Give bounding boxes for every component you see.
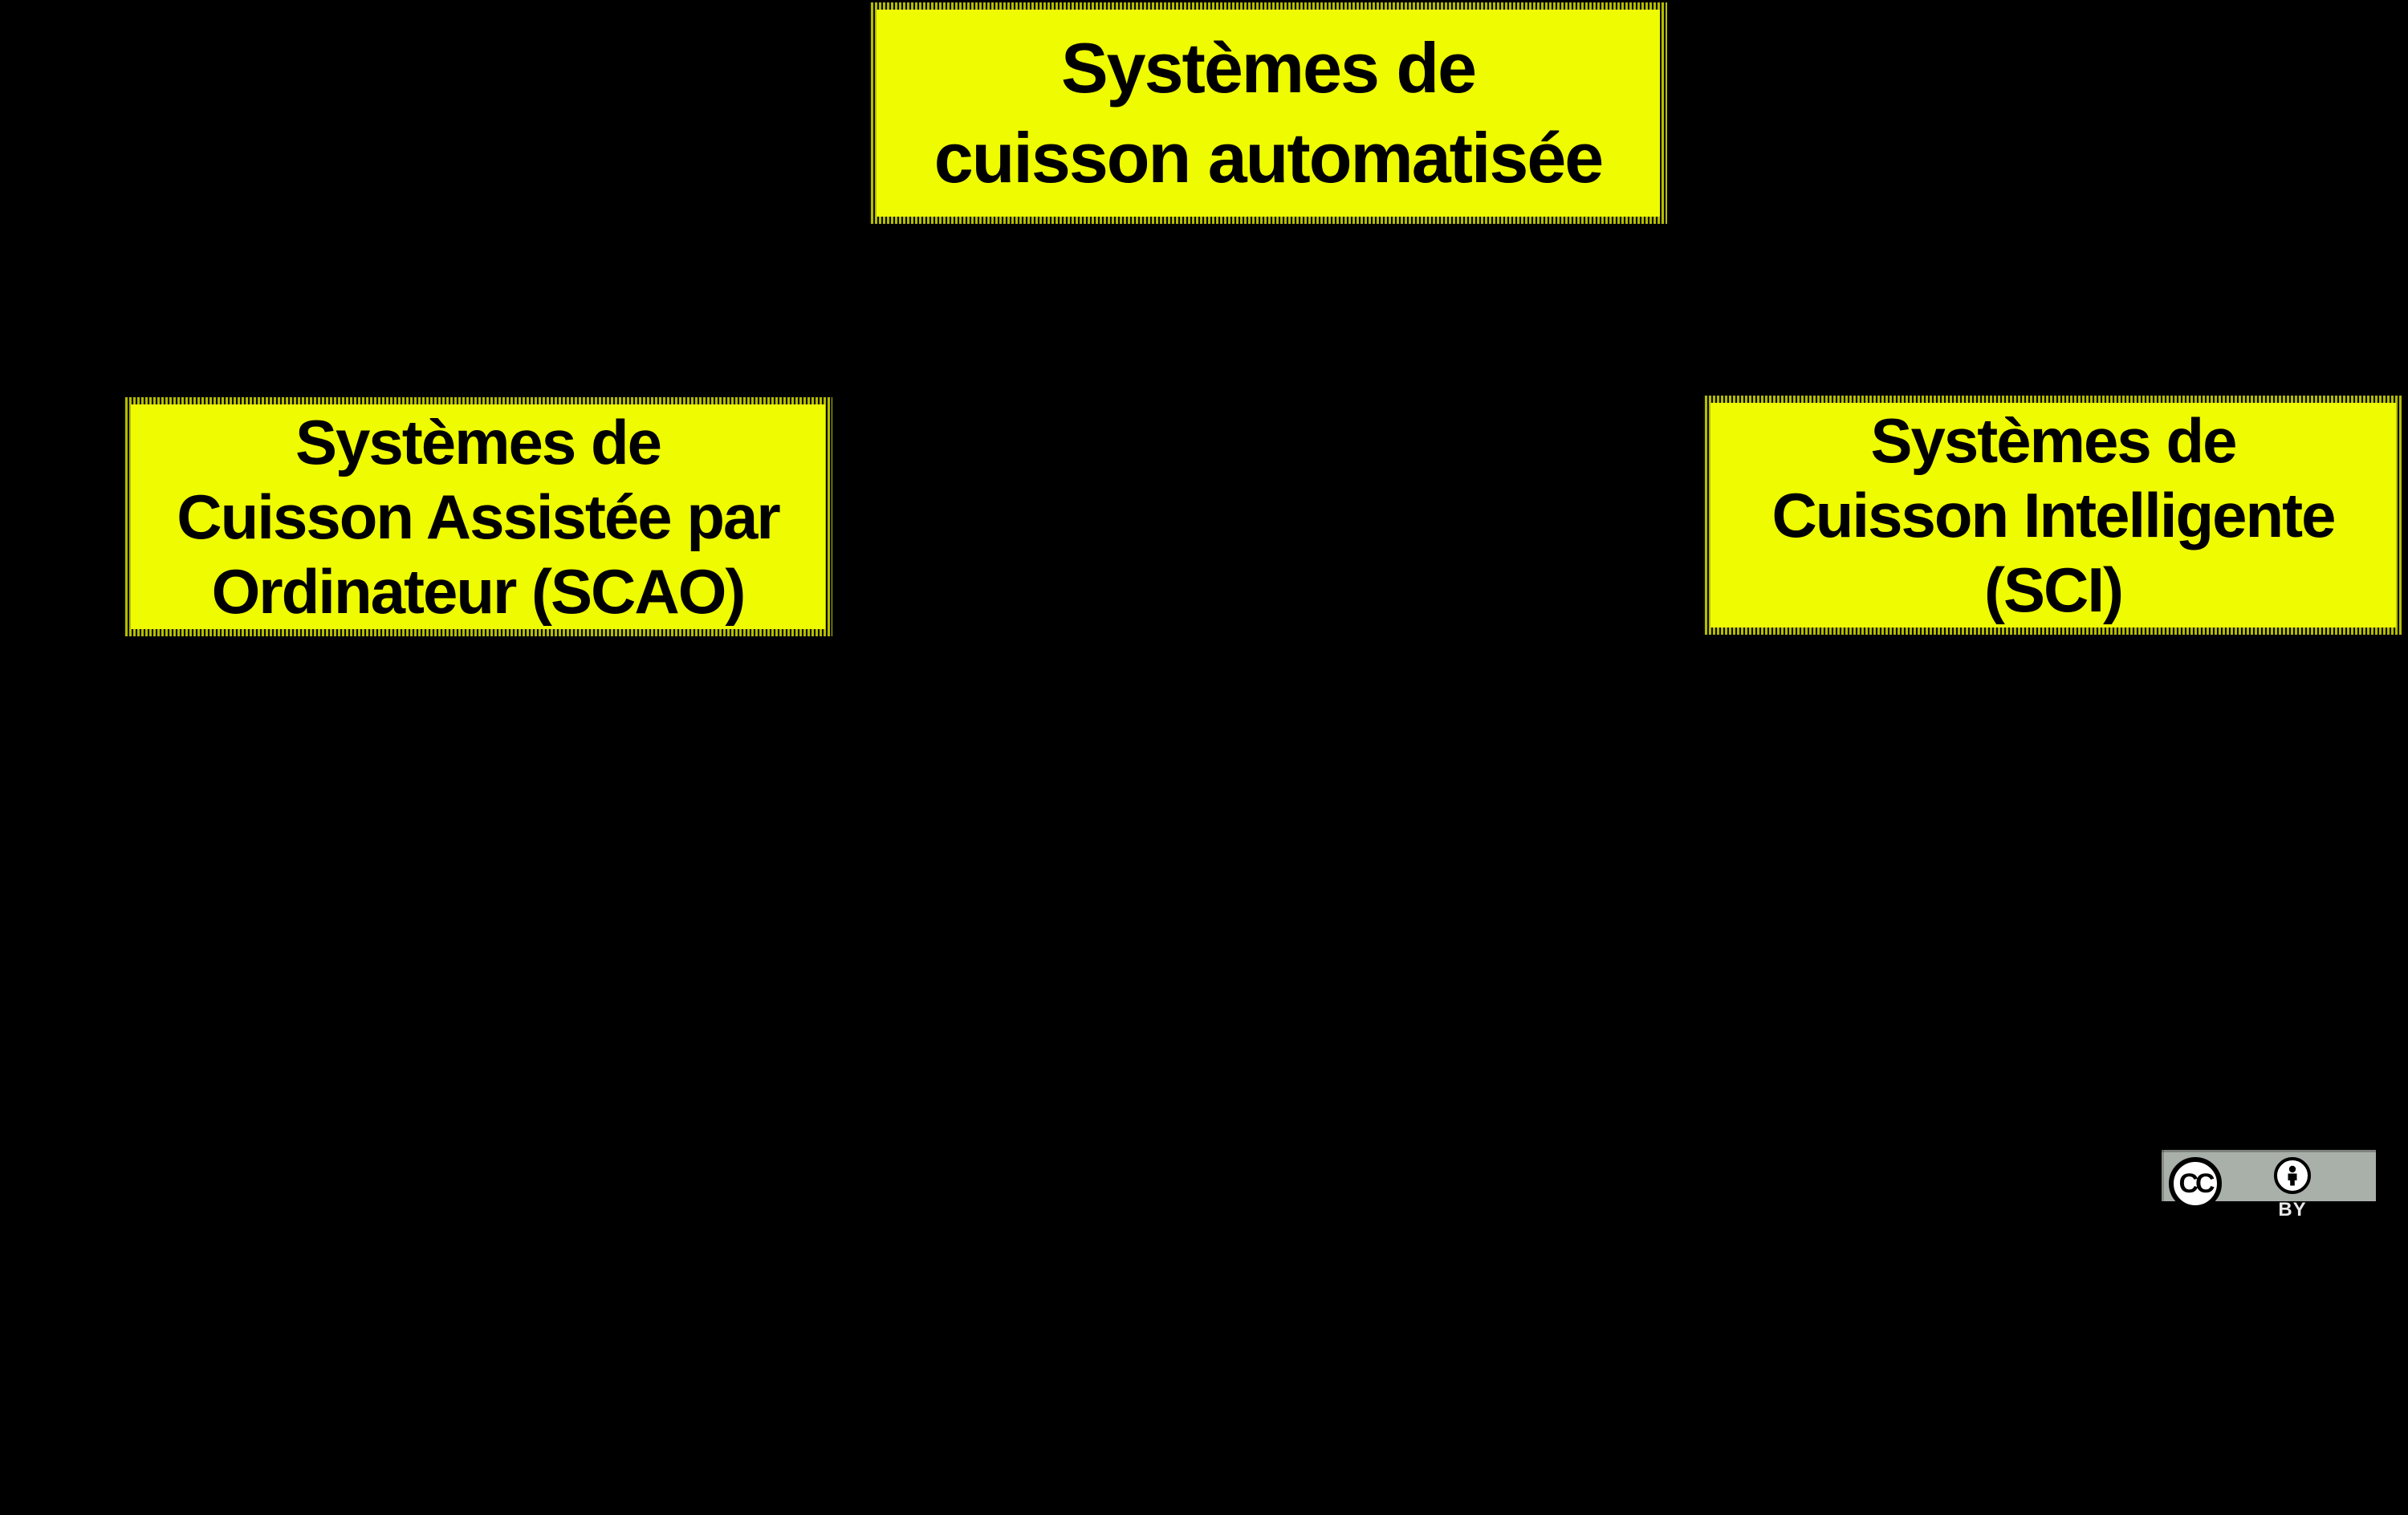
- node-systemes-cuisson-automatisee: Systèmes de cuisson automatisée: [869, 2, 1667, 224]
- cc-monogram: CC: [2178, 1168, 2215, 1199]
- connector-right-down: [2047, 309, 2060, 397]
- node-label-line: cuisson automatisée: [934, 118, 1605, 197]
- node-sci: Systèmes de Cuisson Intelligente (SCI): [1703, 396, 2403, 635]
- node-label-line: Systèmes de: [1870, 404, 2238, 476]
- node-label-line: (SCI): [1984, 554, 2124, 625]
- connector-horizontal: [471, 309, 2060, 321]
- node-label-line: Systèmes de: [1060, 28, 1477, 108]
- node-label-line: Cuisson Intelligente: [1771, 479, 2336, 550]
- connector-root-down: [1258, 217, 1271, 315]
- cc-logo-icon: CC: [2169, 1157, 2222, 1210]
- attribution-by-label: BY: [2278, 1199, 2307, 1221]
- cc-license-badge: CC BY: [2162, 1150, 2376, 1221]
- connector-left-down: [471, 309, 484, 399]
- attribution-person-icon: [2274, 1157, 2311, 1194]
- node-scao: Systèmes de Cuisson Assistée par Ordinat…: [124, 397, 832, 636]
- node-label-line: Ordinateur (SCAO): [211, 555, 746, 627]
- node-label-line: Systèmes de: [295, 406, 662, 477]
- node-label-line: Cuisson Assistée par: [177, 481, 780, 552]
